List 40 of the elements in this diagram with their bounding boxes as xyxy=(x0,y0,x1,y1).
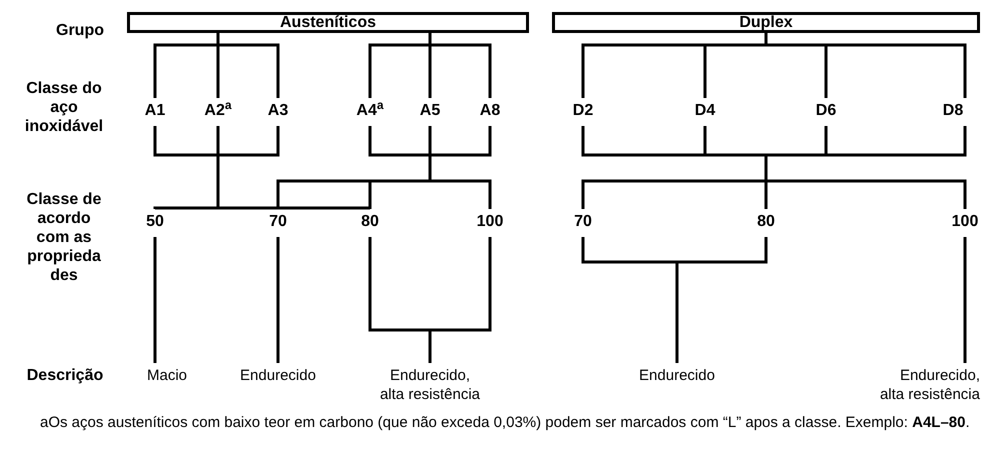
row-heading: Classe de acordo com as proprieda des xyxy=(26,190,102,285)
description-text: Endurecido, alta resistência xyxy=(376,366,484,404)
connector-line xyxy=(368,32,492,100)
class-label: A8 xyxy=(472,101,508,120)
group-box: Austeníticos xyxy=(127,12,529,33)
footnote: aOs aços austeníticos com baixo teor em carbono (que não exceda 0,03%) podem ser marcados com “L” apos a classe. Exemplo: A4L–80. xyxy=(40,413,971,433)
class-label: A4$^{a}$ xyxy=(350,101,390,120)
connector-line xyxy=(154,32,280,100)
class-label: A5 xyxy=(412,101,448,120)
class-label: A1 xyxy=(137,101,173,120)
class-label: 70 xyxy=(565,212,601,231)
description-text: Endurecido xyxy=(228,366,328,385)
class-label: 70 xyxy=(260,212,296,231)
class-label: 80 xyxy=(352,212,388,231)
class-label: A3 xyxy=(260,101,296,120)
class-label: 50 xyxy=(137,212,173,231)
connector-line xyxy=(154,237,156,363)
class-label: 80 xyxy=(748,212,784,231)
connector-line xyxy=(582,32,966,100)
description-text: Endurecido xyxy=(627,366,727,385)
class-label: 100 xyxy=(943,212,987,231)
connector-line xyxy=(368,236,492,364)
connector-line xyxy=(582,124,966,210)
description-text: Endurecido, alta resistência xyxy=(874,366,980,404)
class-label: 100 xyxy=(468,212,512,231)
connector-line xyxy=(154,124,372,210)
connector-line xyxy=(276,124,492,210)
connector-line xyxy=(964,237,966,363)
row-heading: Grupo xyxy=(55,21,105,40)
class-label: D6 xyxy=(808,101,844,120)
class-label: D4 xyxy=(687,101,723,120)
class-label: A2$^{a}$ xyxy=(198,101,238,120)
row-heading: Classe do aço inoxidável xyxy=(24,79,104,136)
connector-line xyxy=(582,236,768,364)
description-text: Macio xyxy=(137,366,197,385)
row-heading: Descrição xyxy=(26,366,104,385)
class-label: D2 xyxy=(565,101,601,120)
connector-line xyxy=(276,237,280,363)
group-box: Duplex xyxy=(552,12,980,33)
class-label: D8 xyxy=(935,101,971,120)
